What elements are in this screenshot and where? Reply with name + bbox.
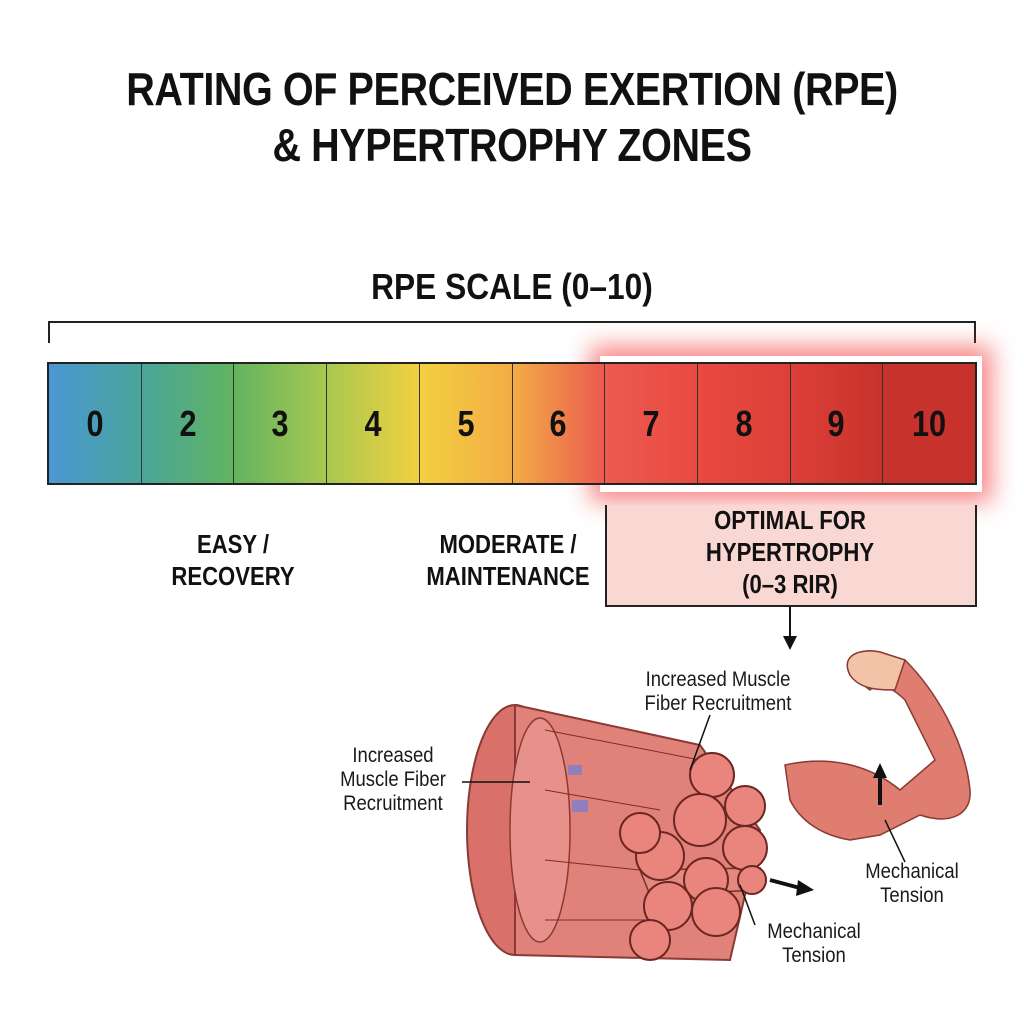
zone-optimal-line3: (0–3 RIR) <box>742 569 838 599</box>
rpe-cell-label: 0 <box>86 402 104 444</box>
rpe-cell-label: 4 <box>364 402 382 444</box>
zone-moderate-line2: MAINTENANCE <box>426 561 590 591</box>
title-line-1: RATING OF PERCEIVED EXERTION (RPE) <box>126 63 898 115</box>
zone-moderate: MODERATE / MAINTENANCE <box>415 528 602 592</box>
zone-moderate-line1: MODERATE / <box>439 529 577 559</box>
rpe-scale-bar: 0 2 3 4 5 6 7 8 9 10 <box>47 362 977 485</box>
optimal-zone-box <box>605 505 977 607</box>
rpe-cell-label: 9 <box>827 402 845 444</box>
rpe-cell-2: 2 <box>141 364 235 483</box>
rpe-cell-4: 4 <box>327 364 420 483</box>
zone-easy-line1: EASY / <box>196 529 270 559</box>
rpe-cell-label: 7 <box>642 402 660 444</box>
title-line-2: & HYPERTROPHY ZONES <box>272 119 752 171</box>
rpe-cell-7: 7 <box>605 364 698 483</box>
rpe-cell-10: 10 <box>883 364 976 483</box>
label-left-line1: Increased <box>352 744 434 767</box>
label-bottom-line2: Tension <box>782 944 846 967</box>
rpe-cell-3: 3 <box>234 364 328 483</box>
label-left-line2: Muscle Fiber <box>340 768 446 791</box>
rpe-cell-label: 5 <box>457 402 475 444</box>
flexed-arm-graphic <box>784 650 971 841</box>
label-mechanical-tension-arm: Mechanical Tension <box>850 860 973 908</box>
label-top-line1: Increased Muscle <box>645 668 791 691</box>
rpe-cell-6: 6 <box>512 364 606 483</box>
rpe-cell-label: 2 <box>179 402 197 444</box>
rpe-cell-label: 3 <box>271 402 289 444</box>
rpe-cell-label: 8 <box>735 402 753 444</box>
scale-heading: RPE SCALE (0–10) <box>371 266 653 307</box>
leader-lines <box>462 714 906 926</box>
rpe-cell-8: 8 <box>697 364 791 483</box>
scale-bracket <box>48 321 976 343</box>
label-bottom-line1: Mechanical <box>767 920 861 943</box>
label-arm-line1: Mechanical <box>865 860 959 883</box>
rpe-cell-label: 10 <box>912 402 947 444</box>
rpe-cell-5: 5 <box>419 364 513 483</box>
muscle-bundle-graphic <box>466 703 814 962</box>
zone-easy: EASY / RECOVERY <box>148 528 318 592</box>
label-top-line2: Fiber Recruitment <box>644 692 792 715</box>
label-left-line3: Recruitment <box>343 792 443 815</box>
zone-optimal-line1: OPTIMAL FOR <box>714 505 866 535</box>
zone-easy-line2: RECOVERY <box>171 561 295 591</box>
label-mechanical-tension-bundle: Mechanical Tension <box>752 920 875 968</box>
label-fiber-recruitment-top: Increased Muscle Fiber Recruitment <box>630 668 806 716</box>
label-arm-line2: Tension <box>880 884 944 907</box>
rpe-cell-label: 6 <box>549 402 567 444</box>
label-fiber-recruitment-left: Increased Muscle Fiber Recruitment <box>327 744 459 816</box>
down-arrow-icon <box>783 607 797 650</box>
zone-optimal-line2: HYPERTROPHY <box>705 537 875 567</box>
zone-optimal: OPTIMAL FOR HYPERTROPHY (0–3 RIR) <box>663 504 918 600</box>
rpe-cell-0: 0 <box>49 364 142 483</box>
rpe-cell-9: 9 <box>790 364 884 483</box>
